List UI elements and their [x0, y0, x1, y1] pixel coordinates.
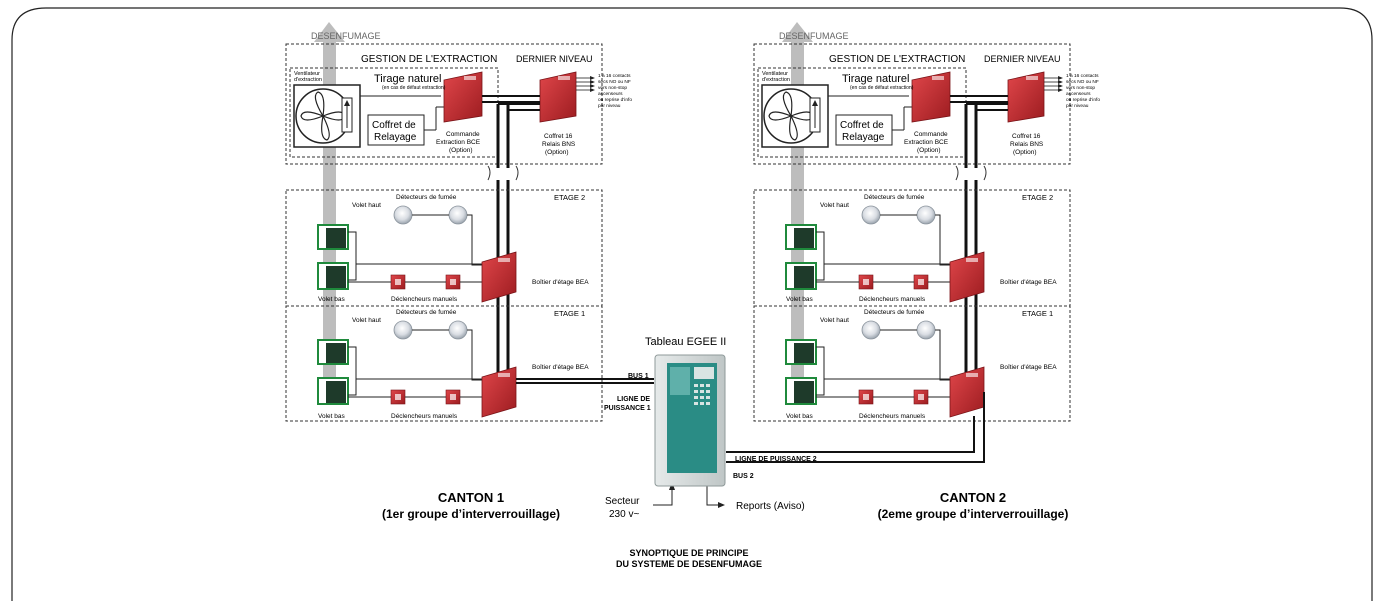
- reports-label: Reports (Aviso): [736, 501, 805, 512]
- ventilateur-label-1: Ventilateur: [294, 71, 320, 77]
- secteur-label-2: 230 v~: [609, 509, 639, 520]
- dernier-niveau-label: DERNIER NIVEAU: [984, 54, 1061, 64]
- canton-2-graphics: [752, 20, 1072, 423]
- contacts-line-3: vers non-stop: [598, 85, 627, 91]
- tirage-note: (en cas de défaut extraction): [382, 85, 446, 91]
- ventilateur-label-1: Ventilateur: [762, 71, 788, 77]
- contacts-line-3: vers non-stop: [1066, 85, 1095, 91]
- declencheurs-label-etage1: Déclencheurs manuels: [859, 413, 926, 420]
- detecteurs-label-etage1: Détecteurs de fumée: [396, 309, 457, 316]
- declencheurs-label-etage1: Déclencheurs manuels: [391, 413, 458, 420]
- contacts-line-1: 1 à 16 contacts: [598, 73, 631, 79]
- volet-haut-label-etage1: Volet haut: [820, 317, 849, 324]
- volet-bas-label-etage1: Volet bas: [786, 413, 813, 420]
- declencheurs-label-etage2: Déclencheurs manuels: [859, 296, 926, 303]
- commande-label-2: Extraction BCE: [436, 139, 481, 146]
- canton2-subtitle: (2eme groupe d’interverrouillage): [878, 507, 1069, 521]
- contacts-line-2: secs NO ou NF: [1066, 79, 1099, 85]
- gestion-label: GESTION DE L'EXTRACTION: [829, 54, 965, 65]
- coffret-relayage-label-2: Relayage: [842, 132, 885, 143]
- detecteurs-label-etage1: Détecteurs de fumée: [864, 309, 925, 316]
- canton1-title: CANTON 1: [438, 490, 504, 505]
- coffret16-label-2: Relais BNS: [1010, 141, 1044, 148]
- ligne1-label-b: PUISSANCE 1: [604, 405, 651, 412]
- commande-label-1: Commande: [446, 131, 480, 138]
- volet-bas-label-etage2: Volet bas: [318, 296, 345, 303]
- contacts-line-5: ou reprise d'info: [1066, 97, 1100, 103]
- coffret16-label-3: (Option): [1013, 149, 1036, 156]
- contacts-line-6: par niveau: [1066, 103, 1089, 109]
- commande-label-3: (Option): [449, 147, 472, 154]
- contacts-line-1: 1 à 16 contacts: [1066, 73, 1099, 79]
- coffret-relayage-label-1: Coffret de: [840, 120, 884, 131]
- volet-bas-label-etage2: Volet bas: [786, 296, 813, 303]
- etage2-label: ETAGE 2: [1022, 193, 1053, 202]
- desenfumage-label: DESENFUMAGE: [311, 31, 381, 41]
- contacts-line-4: ascenseurs: [598, 91, 623, 97]
- commande-label-3: (Option): [917, 147, 940, 154]
- etage1-label: ETAGE 1: [554, 309, 585, 318]
- canton-1-graphics: [284, 20, 604, 423]
- diagram-title-line1: SYNOPTIQUE DE PRINCIPE: [629, 548, 748, 558]
- ligne1-label-a: LIGNE DE: [617, 396, 650, 403]
- desenfumage-label: DESENFUMAGE: [779, 31, 849, 41]
- boitier-label-etage1: Boîtier d'étage BEA: [1000, 364, 1057, 371]
- tirage-note: (en cas de défaut extraction): [850, 85, 914, 91]
- contacts-line-2: secs NO ou NF: [598, 79, 631, 85]
- gestion-label: GESTION DE L'EXTRACTION: [361, 54, 497, 65]
- contacts-line-6: par niveau: [598, 103, 621, 109]
- coffret16-label-2: Relais BNS: [542, 141, 576, 148]
- detecteurs-label-etage2: Détecteurs de fumée: [396, 194, 457, 201]
- ligne2-label: LIGNE DE PUISSANCE 2: [735, 456, 817, 463]
- contacts-line-4: ascenseurs: [1066, 91, 1091, 97]
- central-wiring: [516, 378, 985, 508]
- ventilateur-label-2: d'extraction: [762, 77, 790, 83]
- coffret-relayage-label-1: Coffret de: [372, 120, 416, 131]
- volet-haut-label-etage1: Volet haut: [352, 317, 381, 324]
- coffret16-label-1: Coffret 16: [1012, 133, 1041, 140]
- commande-label-1: Commande: [914, 131, 948, 138]
- coffret-relayage-label-2: Relayage: [374, 132, 417, 143]
- volet-bas-label-etage1: Volet bas: [318, 413, 345, 420]
- coffret16-label-3: (Option): [545, 149, 568, 156]
- tableau-egee-panel: [654, 354, 726, 487]
- boitier-label-etage1: Boîtier d'étage BEA: [532, 364, 589, 371]
- boitier-label-etage2: Boîtier d'étage BEA: [1000, 279, 1057, 286]
- volet-haut-label-etage2: Volet haut: [820, 202, 849, 209]
- diagram-title-line2: DU SYSTEME DE DESENFUMAGE: [616, 559, 762, 569]
- dernier-niveau-label: DERNIER NIVEAU: [516, 54, 593, 64]
- canton-2-labels: DESENFUMAGE GESTION DE L'EXTRACTION DERN…: [762, 31, 1100, 420]
- boitier-label-etage2: Boîtier d'étage BEA: [532, 279, 589, 286]
- canton2-title: CANTON 2: [940, 490, 1006, 505]
- detecteurs-label-etage2: Détecteurs de fumée: [864, 194, 925, 201]
- commande-label-2: Extraction BCE: [904, 139, 949, 146]
- contacts-line-5: ou reprise d'info: [598, 97, 632, 103]
- volet-haut-label-etage2: Volet haut: [352, 202, 381, 209]
- coffret16-label-1: Coffret 16: [544, 133, 573, 140]
- tableau-label: Tableau EGEE II: [645, 336, 726, 348]
- canton-1-labels: DESENFUMAGE GESTION DE L'EXTRACTION DERN…: [294, 31, 632, 420]
- bus2-label: BUS 2: [733, 473, 754, 480]
- bus1-label: BUS 1: [628, 373, 649, 380]
- outer-frame: [11, 7, 1373, 601]
- canton1-subtitle: (1er groupe d’interverrouillage): [382, 507, 560, 521]
- tirage-label: Tirage naturel: [374, 73, 441, 85]
- etage1-label: ETAGE 1: [1022, 309, 1053, 318]
- etage2-label: ETAGE 2: [554, 193, 585, 202]
- secteur-label-1: Secteur: [605, 496, 640, 507]
- tirage-label: Tirage naturel: [842, 73, 909, 85]
- ventilateur-label-2: d'extraction: [294, 77, 322, 83]
- declencheurs-label-etage2: Déclencheurs manuels: [391, 296, 458, 303]
